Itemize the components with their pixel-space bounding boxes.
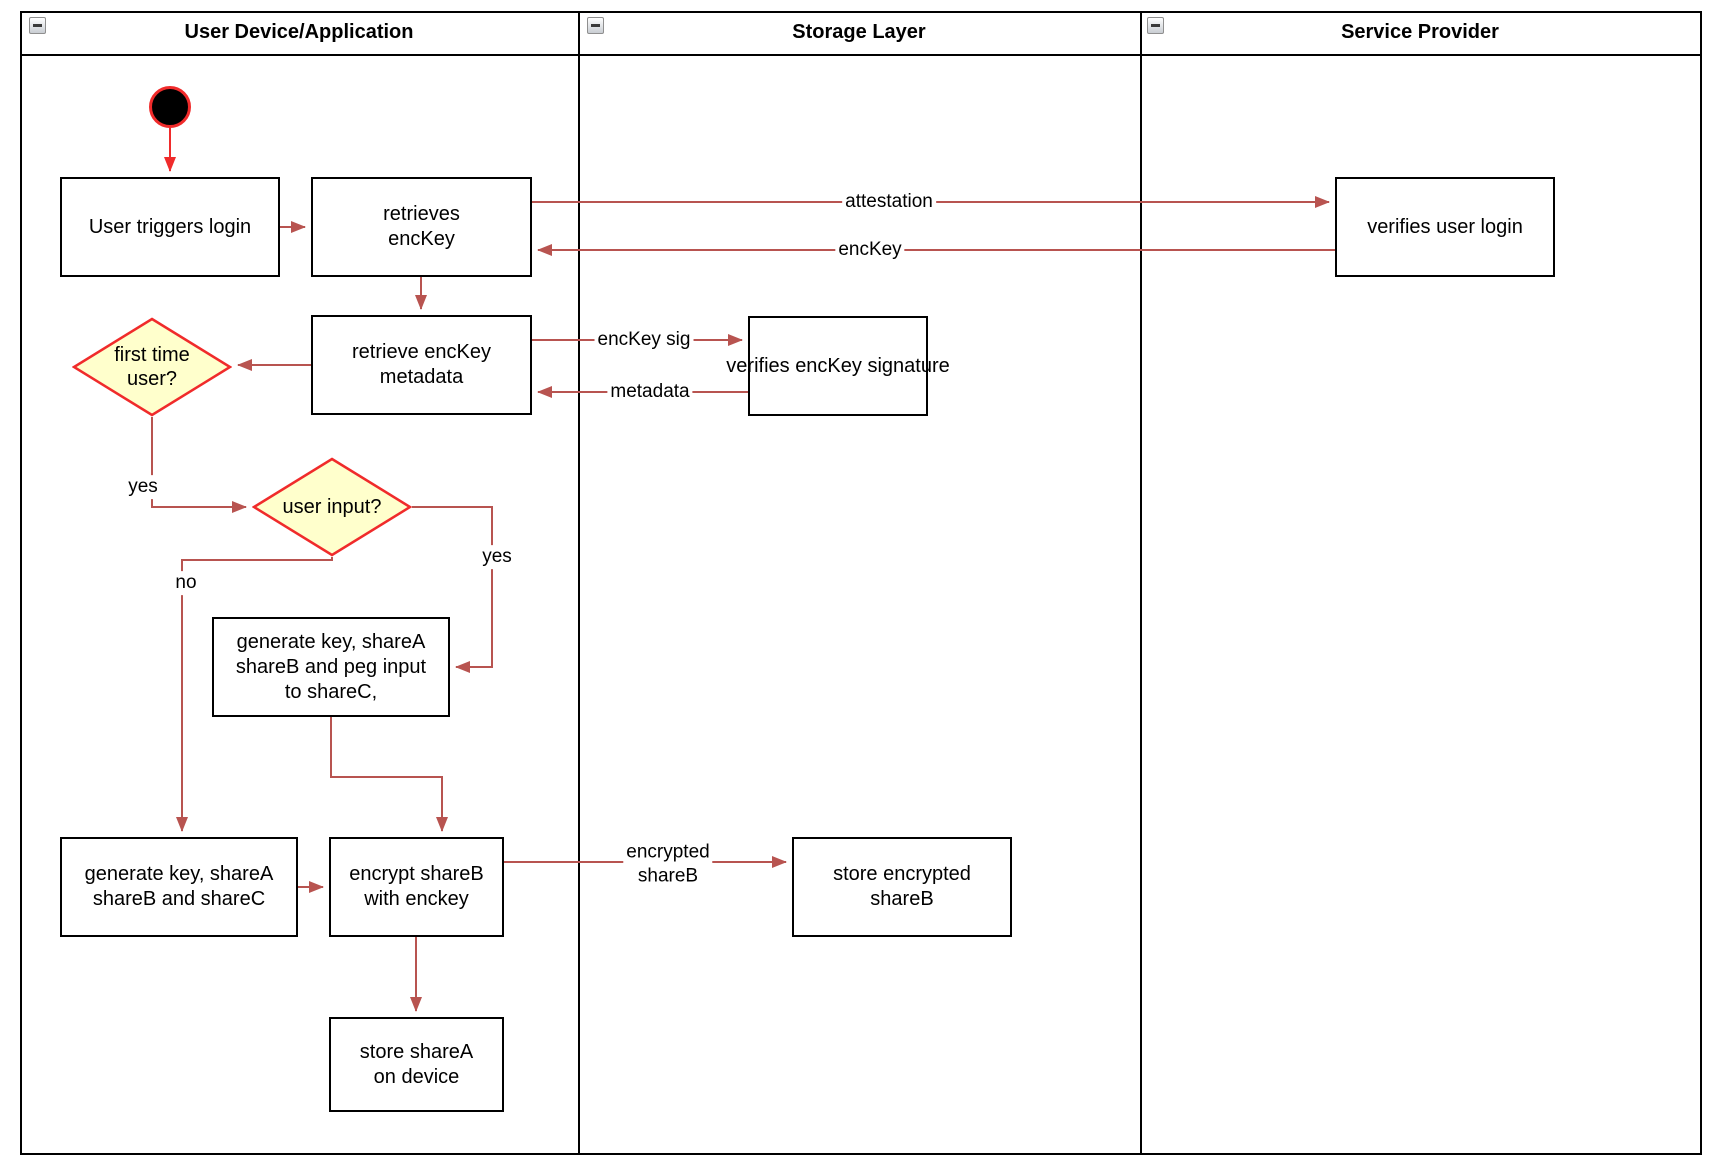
diamond-shape <box>252 457 412 557</box>
node-user-triggers-login[interactable]: User triggers login <box>60 177 280 277</box>
edge-label-enckey: encKey <box>835 238 905 262</box>
decision-user-input[interactable]: user input? <box>252 457 412 557</box>
collapse-button-lane-storage[interactable] <box>587 17 604 34</box>
node-retrieve-enckey-metadata[interactable]: retrieve encKey metadata <box>311 315 532 415</box>
decision-label: user input? <box>282 496 382 518</box>
node-store-encrypted-shareb[interactable]: store encrypted shareB <box>792 837 1012 937</box>
node-label: generate key, shareA shareB and shareC <box>84 863 274 910</box>
node-label: generate key, shareA shareB and peg inpu… <box>235 630 427 703</box>
lane-title-service-provider: Service Provider <box>1341 21 1499 43</box>
node-label: store encrypted shareB <box>833 863 971 910</box>
edge-label-enckey-sig: encKey sig <box>594 328 694 352</box>
collapse-button-lane-user-device[interactable] <box>29 17 46 34</box>
edge-first-time-yes[interactable] <box>151 417 247 513</box>
lane-title-storage-layer: Storage Layer <box>792 21 926 43</box>
node-label: retrieves encKey <box>383 203 460 250</box>
node-label: encrypt shareB with enckey <box>349 863 484 910</box>
minus-icon <box>33 24 42 27</box>
edge-peg-to-encrypt[interactable] <box>330 717 448 832</box>
edge-label-metadata: metadata <box>607 380 693 404</box>
collapse-button-lane-service[interactable] <box>1147 17 1164 34</box>
lane-title-user-device: User Device/Application <box>184 21 414 43</box>
lane-header-separator <box>20 54 1700 56</box>
edge-label-encrypted-shareb: encrypted shareB <box>623 840 713 888</box>
node-generate-key-sharec[interactable]: generate key, shareA shareB and shareC <box>60 837 298 937</box>
minus-icon <box>591 24 600 27</box>
node-label: User triggers login <box>88 215 252 238</box>
node-label: store shareA on device <box>359 1040 474 1088</box>
decision-label: first time user? <box>114 344 190 390</box>
swimlane-pool <box>20 11 1702 1155</box>
node-verifies-user-login[interactable]: verifies user login <box>1335 177 1555 277</box>
node-label: verifies encKey signature <box>726 354 950 377</box>
node-store-sharea-on-device[interactable]: store shareA on device <box>329 1017 504 1112</box>
node-label: retrieve encKey metadata <box>352 341 491 388</box>
diamond-shape <box>72 317 232 417</box>
edge-user-input-yes[interactable] <box>412 506 493 673</box>
edge-label-yes-user-input: yes <box>479 545 515 569</box>
node-encrypt-shareb[interactable]: encrypt shareB with enckey <box>329 837 504 937</box>
edge-label-attestation: attestation <box>842 190 936 214</box>
minus-icon <box>1151 24 1160 27</box>
lane-divider-2 <box>1140 11 1142 1153</box>
node-generate-key-peg-input[interactable]: generate key, shareA shareB and peg inpu… <box>212 617 450 717</box>
edge-label-no-user-input: no <box>172 571 200 595</box>
node-retrieves-enckey[interactable]: retrieves encKey <box>311 177 532 277</box>
decision-first-time-user[interactable]: first time user? <box>72 317 232 417</box>
edge-user-input-no[interactable] <box>176 557 333 832</box>
start-node[interactable] <box>149 86 191 128</box>
node-label: verifies user login <box>1367 215 1523 238</box>
edge-label-yes-first-time: yes <box>125 475 161 499</box>
lane-divider-1 <box>578 11 580 1153</box>
node-verifies-enckey-signature[interactable]: verifies encKey signature <box>726 316 950 416</box>
